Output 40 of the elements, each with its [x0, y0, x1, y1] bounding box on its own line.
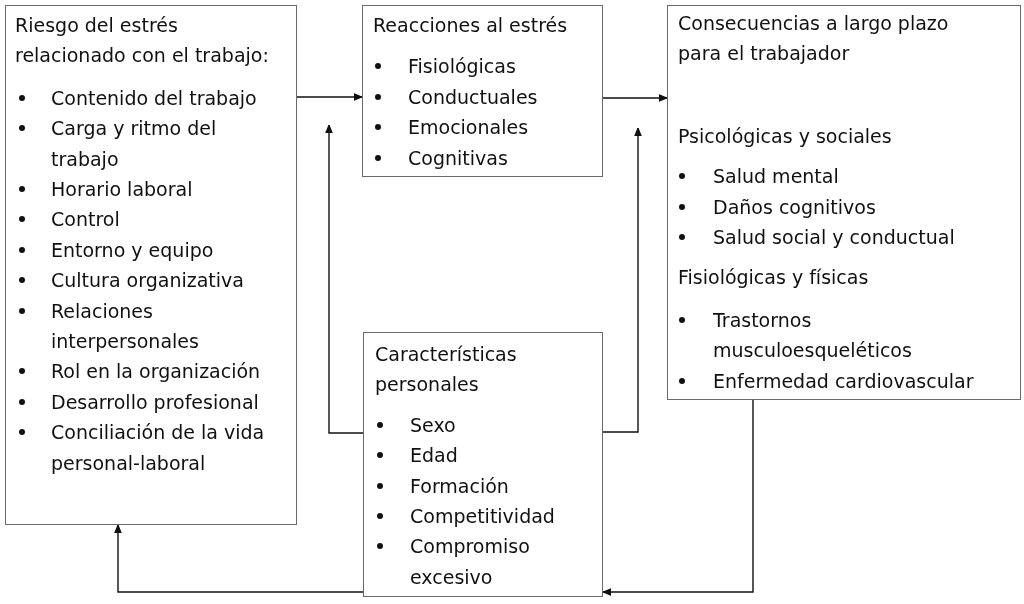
arrow: [602, 127, 642, 433]
list-item: Entorno y equipo: [51, 237, 214, 263]
box-heading: Reacciones al estrés: [373, 13, 568, 38]
list-item: Cognitivas: [408, 145, 508, 171]
factor-box: [363, 332, 603, 597]
list-item: Horario laboral: [51, 177, 193, 203]
list-item: Salud social y conductual: [713, 225, 955, 251]
list-item: Rol en la organización: [51, 359, 261, 385]
box-heading: Características personales: [375, 342, 517, 398]
list-item: Compromiso excesivo: [410, 534, 530, 590]
list-item: Daños cognitivos: [713, 194, 876, 220]
list-item: Relaciones interpersonales: [51, 298, 199, 355]
list-item: Fisiológicas: [408, 54, 516, 80]
list-item: Trastornos musculoesqueléticos: [713, 307, 912, 364]
section-heading: Fisiológicas y físicas: [678, 265, 869, 291]
list-item: Sexo: [410, 412, 456, 438]
list-item: Conciliación de la vida personal-laboral: [51, 420, 265, 476]
factor-box: [5, 5, 297, 525]
arrow: [296, 93, 363, 101]
list-item: Control: [51, 207, 120, 233]
list-item: Carga y ritmo del trabajo: [51, 116, 217, 172]
list-item: Competitividad: [410, 504, 555, 530]
list-item: Salud mental: [713, 164, 839, 190]
list-item: Contenido del trabajo: [51, 85, 257, 111]
list-item: Conductuales: [408, 84, 538, 110]
box-heading: Consecuencias a largo plazo para el trabajador: [678, 11, 949, 67]
list-item: Emocionales: [408, 115, 529, 141]
list-item: Enfermedad cardiovascular: [713, 368, 974, 394]
box-heading: Riesgo del estrés relacionado con el trabajo:: [15, 13, 269, 69]
section-heading: Psicológicas y sociales: [678, 123, 892, 149]
arrow: [325, 124, 364, 434]
factor-box: [667, 5, 1021, 400]
list-item: Formación: [410, 473, 509, 499]
arrow: [602, 399, 754, 596]
arrow: [114, 524, 364, 593]
list-item: Desarrollo profesional: [51, 389, 259, 415]
factor-box: [362, 5, 603, 177]
list-item: Edad: [410, 443, 458, 469]
list-item: Cultura organizativa: [51, 268, 244, 294]
arrow: [602, 94, 668, 102]
